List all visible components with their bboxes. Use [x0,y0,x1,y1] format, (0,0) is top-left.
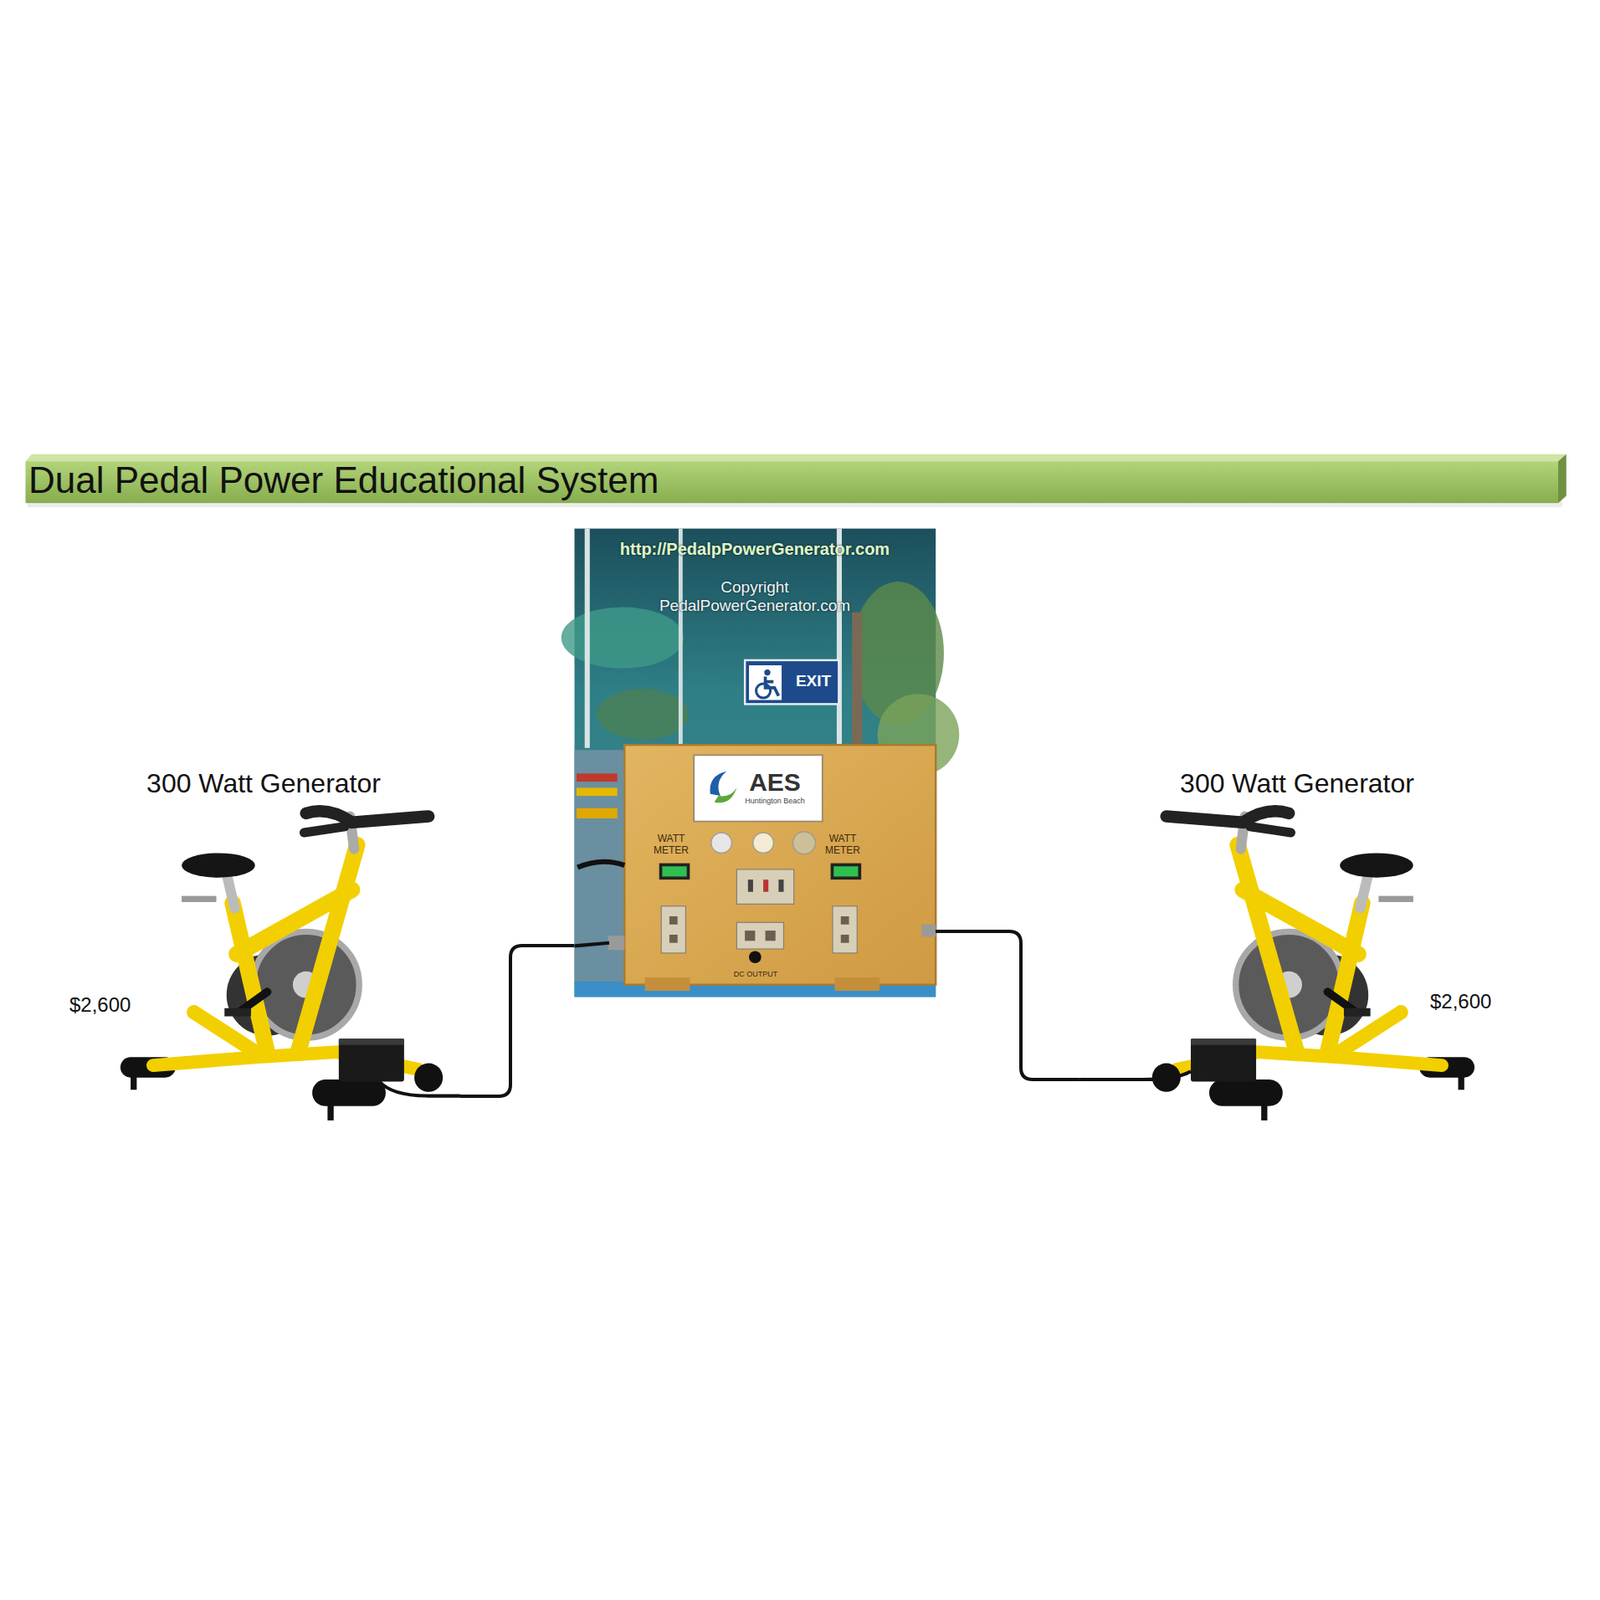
price-label: $2,600 [69,993,131,1017]
generator-cable [379,1082,461,1097]
title-band [25,454,1566,508]
panel-cable [574,943,610,947]
generator-bike: 300 Watt Generator $2,600 [58,761,461,1130]
control-panel: http://PedalpPowerGenerator.comCopyright… [574,528,936,997]
copyright-watermark: Copyright PedalPowerGenerator.com [637,578,872,616]
meter-label: WATT METER [820,833,865,857]
generator-cable [1079,1071,1191,1080]
price-label: $2,600 [1430,989,1492,1014]
logo-text: AES [748,769,801,795]
generator-heading: 300 Watt Generator [146,768,381,800]
website-watermark: http://PedalpPowerGenerator.com [620,539,890,559]
meter-label: WATT METER [649,833,693,857]
exit-sign-text: EXIT [795,671,831,691]
output-label: DC OUTPUT [733,969,779,979]
exercise-bike [120,810,443,1121]
generator-heading: 300 Watt Generator [1179,768,1415,800]
power-cable [935,931,1080,1080]
exercise-bike [1152,810,1475,1121]
control-panel-photo [561,528,960,998]
power-cable [460,945,575,1097]
aes-sign: AESHuntington Beach [693,754,823,821]
diagram-title: Dual Pedal Power Educational System [28,459,659,503]
location-text: Huntington Beach [744,796,806,806]
generator-bike: 300 Watt Generator $2,600 [1079,761,1549,1130]
